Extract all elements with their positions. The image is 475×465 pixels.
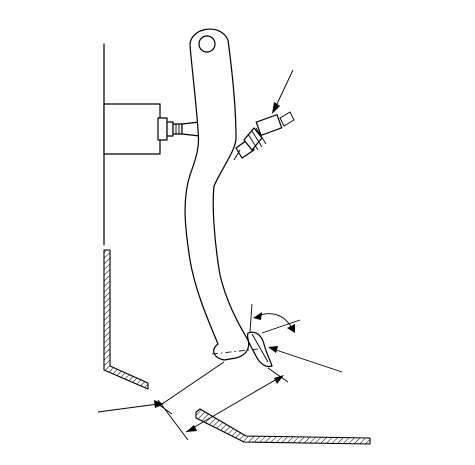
pedal-pad	[247, 331, 273, 368]
switch-leader-arrow	[272, 69, 294, 114]
pedal-centerline	[211, 348, 259, 355]
pedal-arm	[184, 28, 250, 361]
stop-lamp-switch	[233, 111, 295, 161]
pedal-travel-dimension	[157, 361, 289, 441]
booster-body	[103, 103, 183, 155]
clearance-leader-left	[97, 400, 173, 415]
pad-leader-right	[268, 346, 343, 373]
pad-angle-dimension	[249, 303, 301, 334]
